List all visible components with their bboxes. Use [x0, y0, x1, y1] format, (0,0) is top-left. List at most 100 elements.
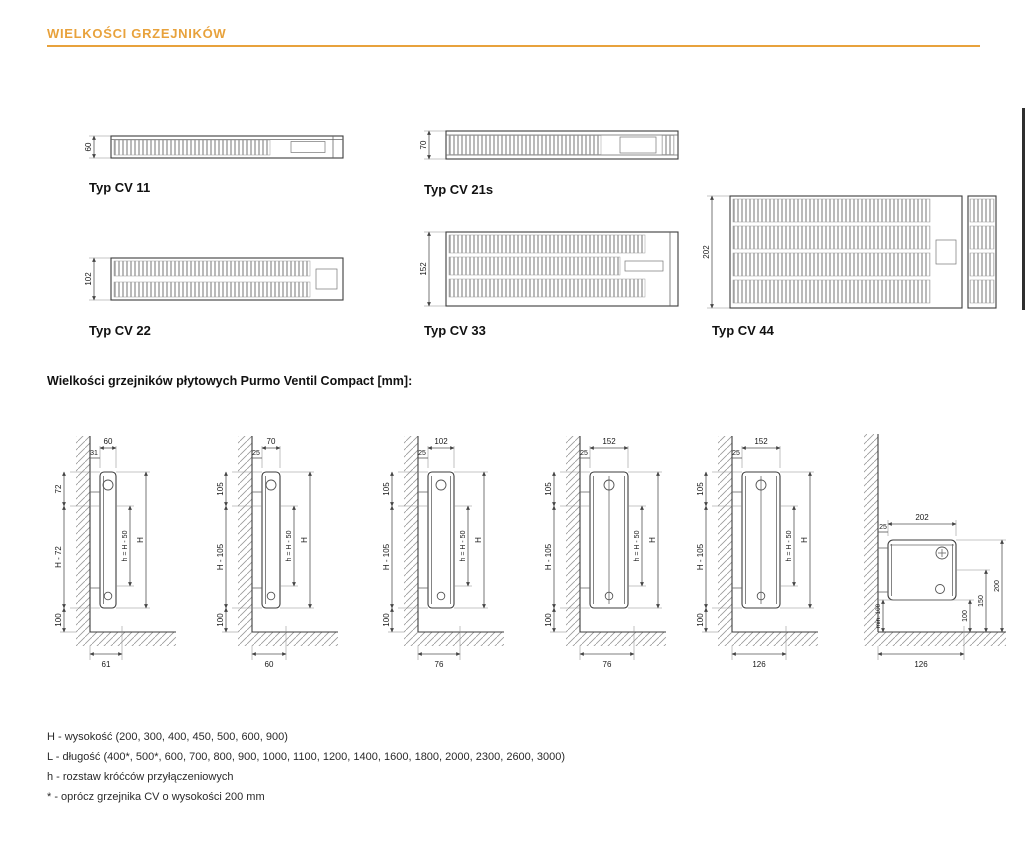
dimensions: 202 25 100 150 200 min. 100 126	[875, 513, 1006, 669]
height-dim-label: H - 105	[382, 543, 391, 570]
legend-line-ports: h - rozstaw króćców przyłączeniowych	[47, 771, 234, 783]
corner-detail-view: 202 25 100 150 200 min. 100 126	[846, 420, 1021, 680]
wall-and-floor	[566, 436, 666, 646]
page-title: WIELKOŚCI GRZEJNIKÓW	[47, 26, 227, 41]
side-view-cv44-diagram: 152 25 105 H - 105 100 h = H - 50	[696, 436, 818, 669]
corner-detail-diagram: 202 25 100 150 200 min. 100 126	[864, 434, 1006, 669]
base-label: 60	[265, 660, 274, 669]
dimensions: 152 25 105 H - 105 100 h = H - 50	[696, 437, 814, 669]
type-label-cv33: Typ CV 33	[424, 323, 486, 338]
radiator-body	[418, 471, 455, 609]
port-dim-label: h = H - 50	[786, 530, 793, 561]
full-height-label: H	[648, 537, 657, 543]
base-label: 126	[752, 660, 766, 669]
depth-label: 60	[104, 437, 113, 446]
wall-and-floor	[238, 436, 338, 646]
height-dim-label: H - 72	[54, 546, 63, 568]
legend: H - wysokość (200, 300, 400, 450, 500, 6…	[47, 731, 565, 811]
full-height-label: H	[136, 537, 145, 543]
clearance-label: 100	[544, 613, 553, 627]
wall-and-floor	[718, 436, 818, 646]
base-label: 76	[603, 660, 612, 669]
offset-label: 25	[580, 450, 588, 457]
dim-150-label: 150	[978, 595, 985, 607]
side-view-cv44: 152 25 105 H - 105 100 h = H - 50	[692, 420, 847, 680]
cv21s-body	[445, 130, 679, 160]
offset-label: 25	[732, 450, 740, 457]
type-label-cv11: Typ CV 11	[89, 180, 151, 195]
depth-label: 152	[602, 437, 616, 446]
cross-section-cv33: 152 Typ CV 33	[419, 226, 685, 338]
side-view-cv11: 60 31 72 H - 72 100 h = H - 50	[50, 420, 205, 680]
side-view-cv22-diagram: 102 25 105 H - 105 100 h = H - 50	[382, 436, 504, 669]
top-dim-label: 105	[382, 482, 391, 496]
legend-line-footnote: * - oprócz grzejnika CV o wysokości 200 …	[47, 791, 265, 803]
cv33-diagram: 152	[419, 231, 679, 307]
dimensions: 102 25 105 H - 105 100 h = H - 50	[382, 437, 488, 669]
full-height-label: H	[300, 537, 309, 543]
base-label: 61	[102, 660, 111, 669]
offset-label: 25	[879, 524, 887, 531]
cv44-diagram: 202	[702, 195, 997, 309]
cross-section-cv22: 102 Typ CV 22	[84, 250, 350, 338]
base-label: 126	[914, 660, 928, 669]
cv44-dimension: 202	[702, 195, 730, 309]
min-clearance-label: min. 100	[875, 603, 882, 628]
scan-edge-artifact	[1022, 108, 1025, 310]
clearance-label: 100	[216, 613, 225, 627]
radiator-body	[252, 471, 281, 609]
radiator-section	[878, 539, 957, 601]
height-dim-label: H - 105	[696, 543, 705, 570]
side-view-cv33-diagram: 152 25 105 H - 105 100 h = H - 50	[544, 436, 666, 669]
cross-section-cv21s: 70 Typ CV 21s	[419, 122, 685, 197]
offset-label: 25	[418, 450, 426, 457]
top-dim-label: 105	[696, 482, 705, 496]
clearance-label: 100	[696, 613, 705, 627]
type-label-cv44: Typ CV 44	[712, 323, 774, 338]
depth-label: 202	[915, 513, 929, 522]
cross-section-cv44: 202 Typ CV 44	[700, 190, 1000, 338]
dim-100-label: 100	[962, 610, 969, 622]
depth-label: 152	[754, 437, 768, 446]
radiator-body	[580, 471, 629, 609]
cross-section-cv11: 60 Typ CV 11	[84, 126, 350, 195]
top-dim-label: 72	[54, 484, 63, 493]
radiator-body	[90, 471, 117, 609]
dimensions: 60 31 72 H - 72 100 h = H - 50	[54, 437, 150, 669]
dimensions: 70 25 105 H - 105 100 h = H - 50	[216, 437, 314, 669]
side-view-cv33: 152 25 105 H - 105 100 h = H - 50	[540, 420, 695, 680]
port-dim-label: h = H - 50	[634, 530, 641, 561]
cv22-diagram: 102	[84, 257, 344, 301]
cv44-body	[729, 195, 997, 309]
height-dim-label: H - 105	[544, 543, 553, 570]
side-view-cv21s: 70 25 105 H - 105 100 h = H - 50	[212, 420, 367, 680]
port-dim-label: h = H - 50	[122, 530, 129, 561]
radiator-body	[732, 471, 781, 609]
height-dim-label: H - 105	[216, 543, 225, 570]
top-dim-label: 105	[544, 482, 553, 496]
full-height-label: H	[800, 537, 809, 543]
depth-label: 102	[434, 437, 448, 446]
cv33-depth-label: 152	[420, 262, 428, 276]
port-dim-label: h = H - 50	[460, 530, 467, 561]
cv11-depth-label: 60	[85, 142, 93, 151]
cv33-dimension: 152	[419, 231, 446, 307]
legend-line-height: H - wysokość (200, 300, 400, 450, 500, 6…	[47, 731, 288, 743]
cv44-depth-label: 202	[702, 245, 711, 259]
cv21s-depth-label: 70	[420, 140, 428, 149]
cv21s-diagram: 70	[419, 130, 679, 160]
depth-label: 70	[267, 437, 276, 446]
full-height-label: H	[474, 537, 483, 543]
cv11-diagram: 60	[84, 135, 344, 159]
cv22-dimension: 102	[84, 257, 111, 301]
type-label-cv22: Typ CV 22	[89, 323, 151, 338]
port-dim-label: h = H - 50	[286, 530, 293, 561]
offset-label: 31	[90, 450, 98, 457]
offset-label: 25	[252, 450, 260, 457]
cv22-depth-label: 102	[85, 272, 93, 286]
cv22-body	[110, 257, 344, 301]
wall-and-floor	[404, 436, 504, 646]
cv11-body	[110, 135, 344, 159]
side-view-cv21s-diagram: 70 25 105 H - 105 100 h = H - 50	[216, 436, 338, 669]
